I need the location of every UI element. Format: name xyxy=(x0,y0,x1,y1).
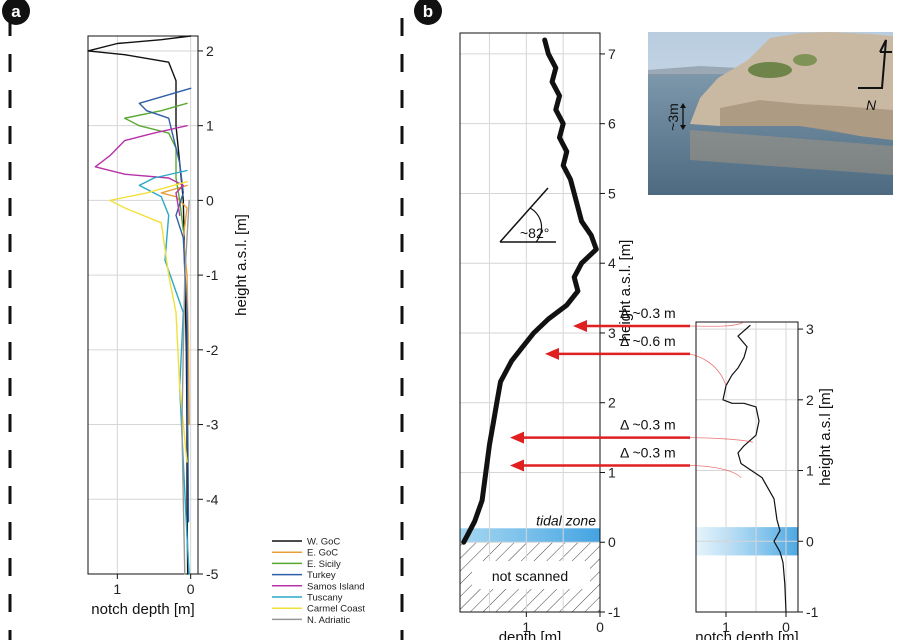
series-line xyxy=(124,102,188,231)
chart-a: 2 1 0 -1 -2 -3 -4 -5 1 0 notch depth [m] height a.s… xyxy=(87,35,365,626)
plot-frame xyxy=(695,321,799,613)
profile-line xyxy=(461,37,599,545)
y-tick-label: -4 xyxy=(206,491,219,507)
north-arrow-icon xyxy=(858,39,892,89)
y-axis-label: height a.s.l. [m] xyxy=(617,240,634,342)
y-tick-label: 1 xyxy=(806,463,814,479)
legend-label: Turkey xyxy=(307,570,336,581)
arrow-head xyxy=(510,459,524,472)
y-tick-label: 2 xyxy=(206,43,214,59)
series-line xyxy=(181,199,190,575)
x-axis-label: notch depth [m] xyxy=(695,629,798,640)
arrow-head xyxy=(510,431,524,444)
x-axis-label: notch depth [m] xyxy=(91,601,194,618)
x-tick-label: 1 xyxy=(722,619,730,635)
y-tick-label: 1 xyxy=(608,464,616,480)
panel-label-b: b xyxy=(414,0,442,25)
tidal-zone-band xyxy=(460,528,600,543)
y-tick-label: 0 xyxy=(806,533,814,549)
series-line xyxy=(87,35,192,575)
y-tick-label: 0 xyxy=(206,192,214,208)
arrow-head xyxy=(545,347,559,360)
arrow-label: Δ ~0.3 m xyxy=(620,445,676,461)
y-tick-label: 7 xyxy=(608,46,616,62)
x-tick-label: 1 xyxy=(522,619,530,635)
series-line xyxy=(160,184,190,426)
y-tick-label: 5 xyxy=(608,185,616,201)
x-tick-label: 1 xyxy=(113,581,121,597)
legend-label: E. Sicily xyxy=(307,559,341,570)
y-axis-label: height a.s.l. [m] xyxy=(233,214,250,316)
arrow-label: Δ ~0.6 m xyxy=(620,333,676,349)
arrow-head xyxy=(573,319,587,332)
legend-label: N. Adriatic xyxy=(307,615,351,626)
y-tick-label: -1 xyxy=(608,604,621,620)
plot-frame xyxy=(459,32,601,613)
x-tick-label: 0 xyxy=(187,581,195,597)
angle-symbol: ~82° xyxy=(499,187,556,243)
correlation-arrow: Δ ~0.3 m xyxy=(573,305,745,332)
y-tick-label: -2 xyxy=(206,342,219,358)
correlation-arrow: Δ ~0.3 m xyxy=(510,445,742,478)
correlation-arrow: Δ ~0.3 m xyxy=(510,417,754,444)
angle-label: ~82° xyxy=(520,225,549,241)
arrow-label: Δ ~0.3 m xyxy=(620,305,676,321)
y-tick-label: -3 xyxy=(206,417,219,433)
y-tick-label: 0 xyxy=(608,534,616,550)
x-tick-label: 0 xyxy=(596,619,604,635)
legend-label: Carmel Coast xyxy=(307,604,365,615)
profile-line xyxy=(722,324,787,613)
y-tick-label: 3 xyxy=(608,325,616,341)
arrow-connector xyxy=(689,437,754,443)
legend-label: Samos Island xyxy=(307,581,365,592)
arrow-connector xyxy=(689,321,745,327)
photo-scale-label: ~3m xyxy=(665,103,681,131)
photo-inset: ~3m N xyxy=(648,32,893,195)
x-tick-label: 0 xyxy=(782,619,790,635)
series-line xyxy=(109,181,188,463)
y-tick-label: 3 xyxy=(806,321,814,337)
series-line xyxy=(138,87,192,523)
y-tick-label: -5 xyxy=(206,566,219,582)
arrow-label: Δ ~0.3 m xyxy=(620,417,676,433)
panel-label-a: a xyxy=(2,0,30,25)
legend-label: Tuscany xyxy=(307,593,343,604)
y-tick-label: 2 xyxy=(806,392,814,408)
svg-text:a: a xyxy=(11,2,21,21)
tidal-zone-label: tidal zone xyxy=(536,512,596,528)
y-tick-label: 6 xyxy=(608,116,616,132)
plot-frame xyxy=(87,35,199,575)
y-tick-label: 4 xyxy=(608,255,616,271)
svg-text:b: b xyxy=(423,2,433,21)
y-tick-label: -1 xyxy=(806,604,819,620)
y-tick-label: -1 xyxy=(206,267,219,283)
angle-arc xyxy=(529,207,543,243)
y-tick-label: 1 xyxy=(206,118,214,134)
not-scanned-label-bg xyxy=(472,561,590,589)
correlation-arrows: Δ ~0.3 m Δ ~0.6 m Δ ~0.3 m Δ ~0.3 m xyxy=(510,305,754,478)
x-axis-label: depth [m] xyxy=(499,629,562,640)
arrow-connector xyxy=(689,465,742,478)
angle-lines xyxy=(499,187,556,243)
not-scanned-label: not scanned xyxy=(492,568,568,584)
series-line xyxy=(94,125,188,216)
correlation-arrow: Δ ~0.6 m xyxy=(545,333,727,386)
series-line xyxy=(138,169,190,575)
arrow-connector xyxy=(689,353,727,386)
svg-text:N: N xyxy=(866,97,877,113)
y-axis-label: height a.s.l [m] xyxy=(817,388,834,486)
legend-label: E. GoC xyxy=(307,548,338,559)
legend-label: W. GoC xyxy=(307,537,340,548)
y-tick-label: 2 xyxy=(608,395,616,411)
